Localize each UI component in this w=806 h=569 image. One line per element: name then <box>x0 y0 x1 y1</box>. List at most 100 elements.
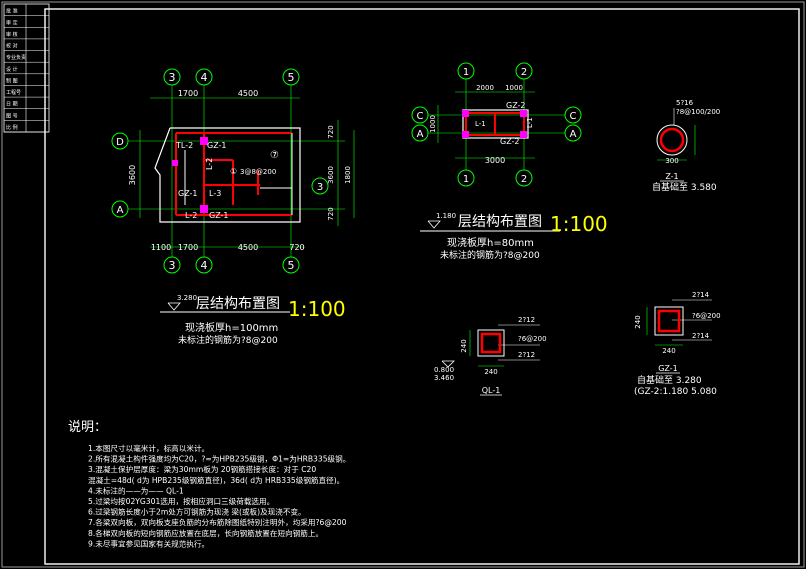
rebar-label: 2?12 <box>518 316 535 324</box>
dim-text: 1000 <box>429 115 437 133</box>
member-label: TL-2 <box>175 141 193 150</box>
title-block-label: 图 号 <box>6 113 18 119</box>
plan-note: 现浇板厚h=80mm <box>447 236 534 249</box>
title-block-label: 审 核 <box>6 31 18 38</box>
plan1-outline <box>154 127 301 223</box>
plan2-outline <box>462 109 529 139</box>
rebar-label: 2?12 <box>518 351 535 359</box>
plan-title: 层结构布置图 <box>458 214 542 230</box>
dim-text: 240 <box>662 347 675 355</box>
rebar-label: ?6@200 <box>518 335 547 343</box>
detail-sub: 自基础至 3.580 <box>652 181 717 193</box>
note-line: 1.本图尺寸以毫米计，标高以米计。 <box>88 443 209 453</box>
note-line: 7.各梁双向板，双向板支座负筋的分布筋除图纸特别注明外，均采用?6@200 <box>88 517 347 527</box>
inner-frame <box>44 8 800 565</box>
title-block-label: 设 计 <box>6 66 18 73</box>
plan2: 1 2 1 2 C A C A <box>411 62 608 261</box>
title-block-label: 工程号 <box>6 89 21 96</box>
plan1-dims-top: 1700 4500 <box>150 89 300 99</box>
rebar-label: 2?14 <box>692 291 710 299</box>
member-label: L-3 <box>209 189 221 198</box>
detail-sub: (GZ-2:1.180 5.080 <box>634 387 717 397</box>
plan-note: 现浇板厚h=100mm <box>185 321 278 334</box>
axis-label: 2 <box>521 174 527 185</box>
plan-scale: 1:100 <box>288 297 346 321</box>
member-label: GZ-2 <box>506 101 526 110</box>
axis-label: 3 <box>317 182 323 193</box>
dim-text: 1700 <box>178 243 198 252</box>
plan2-columns <box>462 110 527 138</box>
axis-label: 5 <box>288 71 295 84</box>
member-label: GZ-2 <box>500 137 520 146</box>
detail-name: Z-1 <box>665 172 678 181</box>
dim-text: 240 <box>460 339 468 352</box>
dim-text: 4500 <box>238 243 258 252</box>
dim-text: 3600 <box>128 165 137 185</box>
plan1-dims-bottom: 1100 1700 4500 720 <box>150 243 305 252</box>
axis-label: D <box>116 137 124 148</box>
rebar-label: ?6@200 <box>692 312 721 320</box>
axis-label: 2 <box>521 67 527 78</box>
plan1-dims-right: 720 3600 720 1800 <box>327 120 355 226</box>
title-block-label: 审 定 <box>6 19 18 26</box>
detail-name: QL-1 <box>482 386 501 395</box>
dim-text: 4500 <box>238 89 258 98</box>
dim-text: 3000 <box>485 156 505 165</box>
plan1: 3 4 5 3 4 5 D A 3 <box>111 68 355 346</box>
title-block-label: 日 期 <box>6 102 18 108</box>
plan1-title: 3.280 层结构布置图 1:100 现浇板厚h=100mm 未标注的钢筋为?8… <box>160 294 346 346</box>
level-mark: 3.280 <box>177 294 197 302</box>
plan-title: 层结构布置图 <box>196 296 280 312</box>
axis-label: 1 <box>463 67 469 78</box>
room-label: ① <box>230 167 237 176</box>
dim-text: 1000 <box>505 84 523 92</box>
z1-detail: 5?16 ?8@100/200 300 Z-1 自基础至 3.580 <box>652 99 720 193</box>
dim-text: 720 <box>327 125 335 138</box>
plan-note: 未标注的钢筋为?8@200 <box>440 249 540 261</box>
level-mark: 1.180 <box>436 212 456 220</box>
plan1-dims-left: 3600 <box>128 130 141 218</box>
note-line: 6.过梁钢筋长度小于2m处方可钢筋为现浇 梁(或板)及现浇不变。 <box>88 507 306 517</box>
member-label: GZ-1 <box>178 189 198 198</box>
general-notes: 说明： 1.本图尺寸以毫米计，标高以米计。2.所有混凝土构件强度均为C20，?=… <box>68 420 350 548</box>
title-block-label: 比 例 <box>6 124 18 131</box>
note-line: 混凝土=48d( d为 HPB235级钢筋直径)，36d( d为 HRB335级… <box>88 475 344 485</box>
member-label: L-1 <box>526 117 534 128</box>
dim-text: 240 <box>484 368 497 376</box>
rebar-label: 2?14 <box>692 332 710 340</box>
axis-label: C <box>417 111 424 122</box>
notes-heading: 说明： <box>68 420 107 435</box>
level-mark: 3.460 <box>434 374 454 382</box>
plan-note: 未标注的钢筋为?8@200 <box>178 334 278 346</box>
dim-text: 1700 <box>178 89 198 98</box>
member-label: L-2 <box>205 158 214 170</box>
plan1-axis-top: 3 4 5 <box>163 68 300 86</box>
note-line: 5.过梁均按02YG301选用，按相应洞口三级荷载选用。 <box>88 496 274 506</box>
gz1-detail: 2?14 ?6@200 2?14 240 240 GZ-1 自基础至 3.280… <box>634 291 721 397</box>
axis-label: 5 <box>288 259 295 272</box>
plan1-columns <box>172 137 208 213</box>
note-line: 8.各梯双向板的短向钢筋应放置在底层，长向钢筋放置在短向钢筋上。 <box>88 528 323 538</box>
plan-scale: 1:100 <box>550 212 608 236</box>
axis-label: 3 <box>169 259 176 272</box>
plan1-partitions <box>184 133 293 215</box>
rebar-note: 3@8@200 <box>240 168 276 176</box>
title-block-label: 制 图 <box>6 77 18 84</box>
axis-label: 4 <box>201 259 208 272</box>
axis-label: C <box>570 111 577 122</box>
dim-text: 2000 <box>476 84 494 92</box>
dim-text: 720 <box>327 207 335 220</box>
dim-text: 300 <box>665 157 678 165</box>
dim-text: 240 <box>634 315 642 328</box>
plan1-beams <box>175 132 292 216</box>
member-label: GZ-1 <box>209 211 229 220</box>
axis-label: 1 <box>463 174 469 185</box>
dim-text: 3600 <box>327 166 335 184</box>
axis-label: A <box>117 205 124 216</box>
member-label: L-1 <box>475 120 486 128</box>
detail-sub: 自基础至 3.280 <box>637 374 702 386</box>
dim-text: 720 <box>289 243 304 252</box>
note-line: 4.未标注的——为—— QL-1 <box>88 485 184 495</box>
